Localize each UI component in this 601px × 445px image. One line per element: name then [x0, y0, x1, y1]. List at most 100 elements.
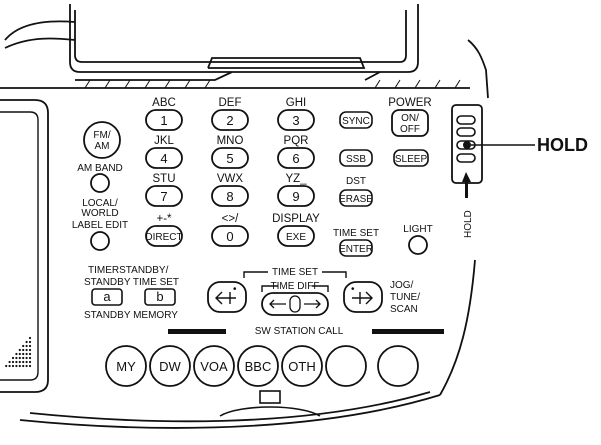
letters-vwx: VWX	[217, 173, 244, 185]
key-7[interactable]: 7	[145, 185, 183, 207]
key-a[interactable]: a	[91, 288, 123, 306]
speaker-grille	[5, 336, 32, 368]
power-on-off-button[interactable]: ON/ OFF	[391, 109, 429, 137]
local-world-label-line1: LOCAL/	[82, 198, 118, 209]
enter-button[interactable]: ENTER	[339, 239, 373, 257]
sw-station-call-bar-right	[372, 329, 444, 334]
svg-text:DIRECT: DIRECT	[145, 232, 182, 243]
am-band-button[interactable]	[90, 173, 110, 193]
jog-tune-scan-label-line3: SCAN	[390, 304, 418, 315]
svg-text:4: 4	[160, 151, 167, 166]
letters-symbols-2: <>/	[222, 213, 239, 225]
timer-standby-label-line1: TIMERSTANDBY/	[88, 265, 169, 276]
letters-symbols-1: +-*	[156, 213, 172, 225]
svg-text:5: 5	[226, 151, 233, 166]
svg-text:6: 6	[292, 151, 299, 166]
hold-switch[interactable]	[451, 104, 483, 184]
svg-text:b: b	[156, 289, 163, 304]
svg-text:DW: DW	[159, 359, 181, 374]
erase-button[interactable]: ERASE	[339, 189, 373, 207]
key-9[interactable]: 9	[277, 185, 315, 207]
svg-text:•: •	[233, 284, 237, 295]
hold-side-label: HOLD	[463, 210, 474, 238]
hold-arrow-icon	[462, 172, 471, 198]
radio-body-outline	[0, 20, 489, 429]
svg-text:OFF: OFF	[400, 124, 420, 135]
time-set-bracket	[243, 271, 347, 292]
svg-text:BBC: BBC	[245, 359, 272, 374]
svg-text:ENTER: ENTER	[339, 244, 373, 255]
svg-text:0: 0	[226, 229, 233, 244]
station-button-3[interactable]: VOA	[193, 345, 235, 387]
timer-standby-label-line2: STANDBY TIME SET	[84, 277, 179, 288]
tune-down-button[interactable]: •	[207, 281, 247, 313]
key-4[interactable]: 4	[145, 147, 183, 169]
time-set-label: TIME SET	[333, 228, 379, 239]
svg-text:9: 9	[292, 189, 299, 204]
local-world-label-line2: WORLD	[81, 208, 118, 219]
jog-tune-scan-label-line1: JOG/	[390, 280, 414, 291]
light-label: LIGHT	[403, 224, 432, 235]
letters-def: DEF	[219, 97, 242, 109]
letters-yz: YZ_	[285, 173, 307, 185]
svg-text:SLEEP: SLEEP	[395, 154, 428, 165]
am-band-label: AM BAND	[77, 163, 123, 174]
station-button-7[interactable]	[377, 345, 419, 387]
fm-am-button[interactable]: FM/ AM	[83, 121, 121, 159]
dst-label: DST	[346, 176, 366, 187]
sync-button[interactable]: SYNC	[339, 111, 373, 129]
letters-stu: STU	[153, 173, 176, 185]
hold-callout-label: HOLD	[537, 135, 588, 155]
jog-dial[interactable]	[261, 292, 329, 316]
svg-text:7: 7	[160, 189, 167, 204]
bottom-slot	[219, 390, 321, 417]
letters-ghi: GHI	[286, 97, 306, 109]
svg-text:ERASE: ERASE	[339, 194, 373, 205]
display-label: DISPLAY	[272, 213, 320, 225]
light-button[interactable]	[408, 235, 428, 255]
display-lid	[69, 4, 461, 89]
svg-text:2: 2	[226, 113, 233, 128]
sw-station-call-label: SW STATION CALL	[255, 326, 344, 337]
time-diff-label: TIME DIFF	[271, 281, 320, 292]
key-1[interactable]: 1	[145, 109, 183, 131]
key-5[interactable]: 5	[211, 147, 249, 169]
key-b[interactable]: b	[144, 288, 176, 306]
letters-abc: ABC	[152, 97, 176, 109]
key-2[interactable]: 2	[211, 109, 249, 131]
key-3[interactable]: 3	[277, 109, 315, 131]
svg-text:•: •	[351, 284, 355, 295]
svg-text:OTH: OTH	[288, 359, 315, 374]
key-0[interactable]: 0	[211, 225, 249, 247]
key-8[interactable]: 8	[211, 185, 249, 207]
svg-text:MY: MY	[116, 359, 136, 374]
power-label: POWER	[388, 97, 431, 109]
direct-button[interactable]: DIRECT	[145, 225, 183, 247]
standby-memory-label: STANDBY MEMORY	[84, 310, 178, 321]
local-world-button[interactable]	[90, 231, 110, 251]
ssb-button[interactable]: SSB	[339, 149, 373, 167]
svg-text:EXE: EXE	[286, 232, 306, 243]
left-display-panel	[0, 99, 49, 393]
tune-up-button[interactable]: •	[343, 281, 383, 313]
station-button-5[interactable]: OTH	[281, 345, 323, 387]
jog-tune-scan-label-line2: TUNE/	[390, 292, 420, 303]
exe-button[interactable]: EXE	[277, 225, 315, 247]
svg-text:8: 8	[226, 189, 233, 204]
letters-mno: MNO	[217, 135, 244, 147]
station-button-2[interactable]: DW	[149, 345, 191, 387]
svg-text:SSB: SSB	[346, 154, 366, 165]
letters-pqr: PQR	[284, 135, 309, 147]
label-edit-label: LABEL EDIT	[72, 220, 128, 231]
svg-text:VOA: VOA	[200, 359, 228, 374]
station-button-4[interactable]: BBC	[237, 345, 279, 387]
svg-text:AM: AM	[95, 141, 110, 152]
svg-text:ON/: ON/	[401, 113, 419, 124]
station-button-6[interactable]	[325, 345, 367, 387]
sleep-button[interactable]: SLEEP	[393, 149, 429, 167]
station-button-1[interactable]: MY	[105, 345, 147, 387]
svg-text:a: a	[103, 289, 111, 304]
key-6[interactable]: 6	[277, 147, 315, 169]
letters-jkl: JKL	[154, 135, 174, 147]
